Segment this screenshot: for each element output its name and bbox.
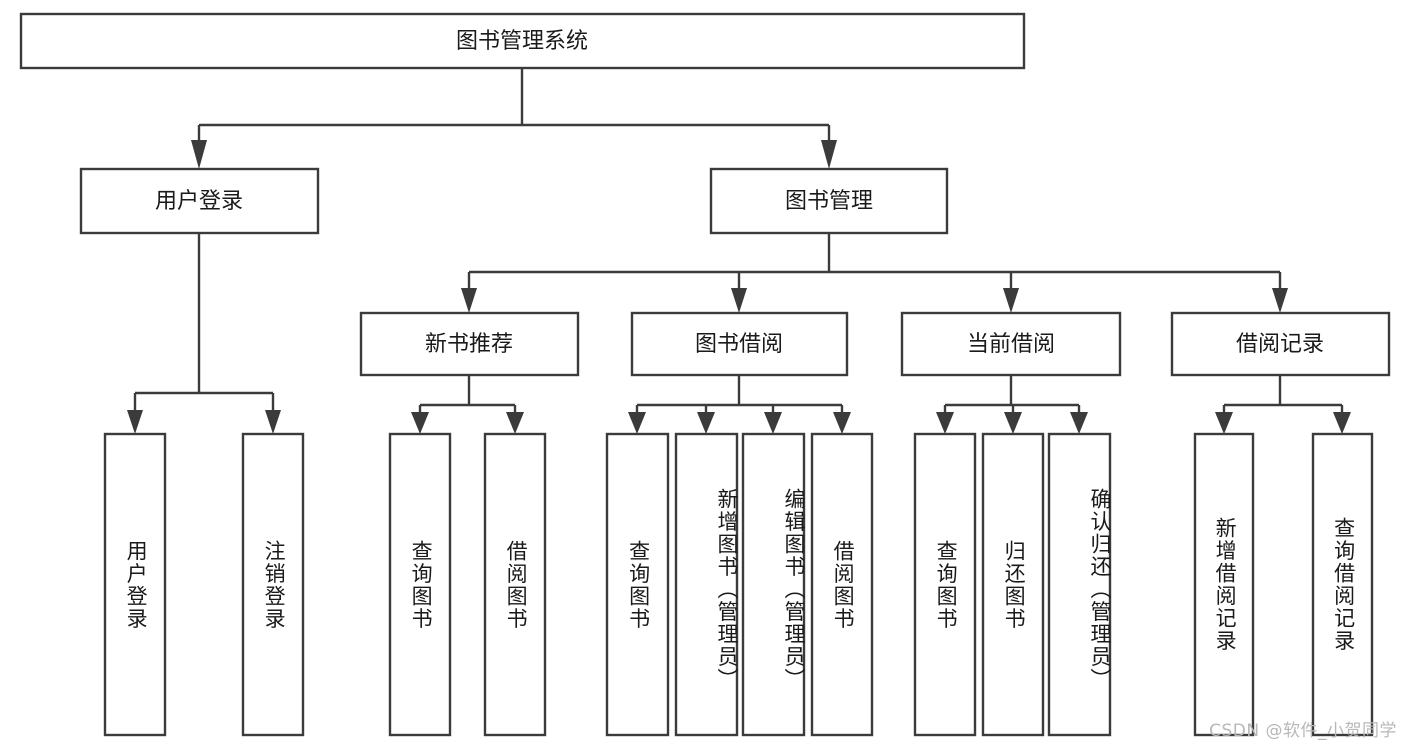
leaf-box-cb-return-book[interactable] (981, 432, 1045, 737)
leaf-box-br-query-record[interactable] (1311, 432, 1374, 737)
node-book-borrow[interactable]: 图书借阅 (630, 311, 849, 377)
node-user-login-label: 用户登录 (155, 188, 243, 213)
node-new-book-recommend-label: 新书推荐 (425, 331, 513, 356)
node-new-book-recommend[interactable]: 新书推荐 (359, 311, 580, 377)
arrow-head-bb-edit (764, 412, 782, 434)
leaf-box-br-add-record[interactable] (1193, 432, 1255, 737)
arrow-head-book-mgmt (821, 140, 837, 169)
node-book-management-label: 图书管理 (785, 188, 873, 213)
node-root-label: 图书管理系统 (456, 28, 588, 53)
node-book-borrow-box[interactable] (630, 311, 849, 377)
arrow-head-br-query (1333, 412, 1351, 434)
leaf-box-user-login[interactable] (103, 432, 167, 737)
connector-group-user-login (127, 233, 281, 434)
node-root[interactable]: 图书管理系统 (19, 12, 1026, 70)
arrow-head-bb-add (697, 412, 715, 434)
arrow-head-new-book (461, 288, 477, 313)
arrow-head-cb-confirm (1070, 412, 1088, 434)
node-borrow-record-label: 借阅记录 (1236, 331, 1324, 356)
arrow-head-user-login-leaf (127, 410, 143, 434)
arrow-head-record (1272, 288, 1288, 313)
arrow-head-nb-query (411, 412, 429, 434)
leaf-box-logout[interactable] (241, 432, 305, 737)
arrow-head-bb-borrow (833, 412, 851, 434)
node-current-borrow[interactable]: 当前借阅 (900, 311, 1122, 377)
arrow-head-br-add (1215, 412, 1233, 434)
leaf-box-group (103, 432, 1374, 737)
arrow-head-cb-return (1004, 412, 1022, 434)
arrow-head-cb-query (936, 412, 954, 434)
node-user-login-box[interactable] (79, 167, 320, 235)
node-new-book-recommend-box[interactable] (359, 311, 580, 377)
node-borrow-record[interactable]: 借阅记录 (1170, 311, 1391, 377)
node-root-box[interactable] (19, 12, 1026, 70)
node-user-login[interactable]: 用户登录 (79, 167, 320, 235)
node-book-management[interactable]: 图书管理 (709, 167, 949, 235)
leaf-box-cb-confirm-return[interactable] (1047, 432, 1112, 737)
node-current-borrow-box[interactable] (900, 311, 1122, 377)
node-current-borrow-label: 当前借阅 (967, 331, 1055, 356)
connector-group-borrow-record (1215, 375, 1351, 434)
leaf-box-nb-borrow-book[interactable] (483, 432, 547, 737)
connector-group-root (191, 68, 837, 169)
arrow-head-logout-leaf (265, 410, 281, 434)
connector-group-book-mgmt (461, 233, 1288, 313)
leaf-box-cb-query-book[interactable] (913, 432, 977, 737)
arrow-head-bb-query (628, 412, 646, 434)
csdn-watermark: CSDN @软件_小贺同学 (1209, 721, 1397, 741)
arrow-head-nb-borrow (506, 412, 524, 434)
leaf-box-nb-query-book[interactable] (388, 432, 452, 737)
leaf-box-bb-add-book[interactable] (674, 432, 739, 737)
leaf-box-bb-edit-book[interactable] (741, 432, 806, 737)
arrow-head-user-login (191, 140, 207, 169)
connector-group-book-borrow (628, 375, 851, 434)
node-borrow-record-box[interactable] (1170, 311, 1391, 377)
node-book-management-box[interactable] (709, 167, 949, 235)
connector-group-current-borrow (936, 375, 1088, 434)
arrow-head-current (1003, 288, 1019, 313)
leaf-box-bb-query-book[interactable] (605, 432, 670, 737)
leaf-box-bb-borrow-book[interactable] (810, 432, 874, 737)
node-book-borrow-label: 图书借阅 (695, 331, 783, 356)
arrow-head-borrow (731, 288, 747, 313)
connector-group-new-book-rec (411, 375, 524, 434)
